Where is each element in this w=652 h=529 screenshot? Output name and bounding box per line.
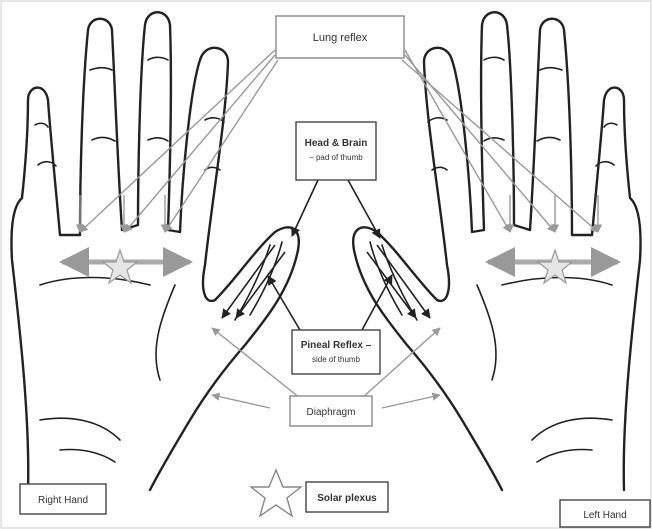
head-brain-label: Head & Brain bbox=[305, 138, 368, 149]
solar-plexus-star-icon bbox=[251, 470, 301, 516]
pineal-reflex-sublabel: side of thumb bbox=[312, 355, 361, 364]
head-brain-arrows bbox=[292, 180, 380, 238]
pineal-reflex-label: Pineal Reflex – bbox=[301, 340, 372, 351]
right-hand-box: Right Hand bbox=[20, 484, 106, 514]
head-brain-sublabel: – pad of thumb bbox=[309, 153, 363, 162]
solar-plexus-box: Solar plexus bbox=[306, 482, 388, 512]
diaphragm-label: Diaphragm bbox=[307, 407, 356, 418]
diaphragm-box: Diaphragm bbox=[290, 396, 372, 426]
left-hand-box: Left Hand bbox=[560, 500, 650, 527]
lung-reflex-label: Lung reflex bbox=[313, 32, 368, 44]
solar-plexus-label: Solar plexus bbox=[317, 493, 377, 504]
right-hand-label: Right Hand bbox=[38, 495, 88, 506]
pineal-reflex-box: Pineal Reflex – side of thumb bbox=[292, 330, 380, 374]
head-brain-box: Head & Brain – pad of thumb bbox=[296, 122, 376, 180]
lung-reflex-arrows-right bbox=[80, 50, 278, 232]
lung-reflex-box: Lung reflex bbox=[276, 16, 404, 58]
left-hand-label: Left Hand bbox=[583, 510, 626, 521]
